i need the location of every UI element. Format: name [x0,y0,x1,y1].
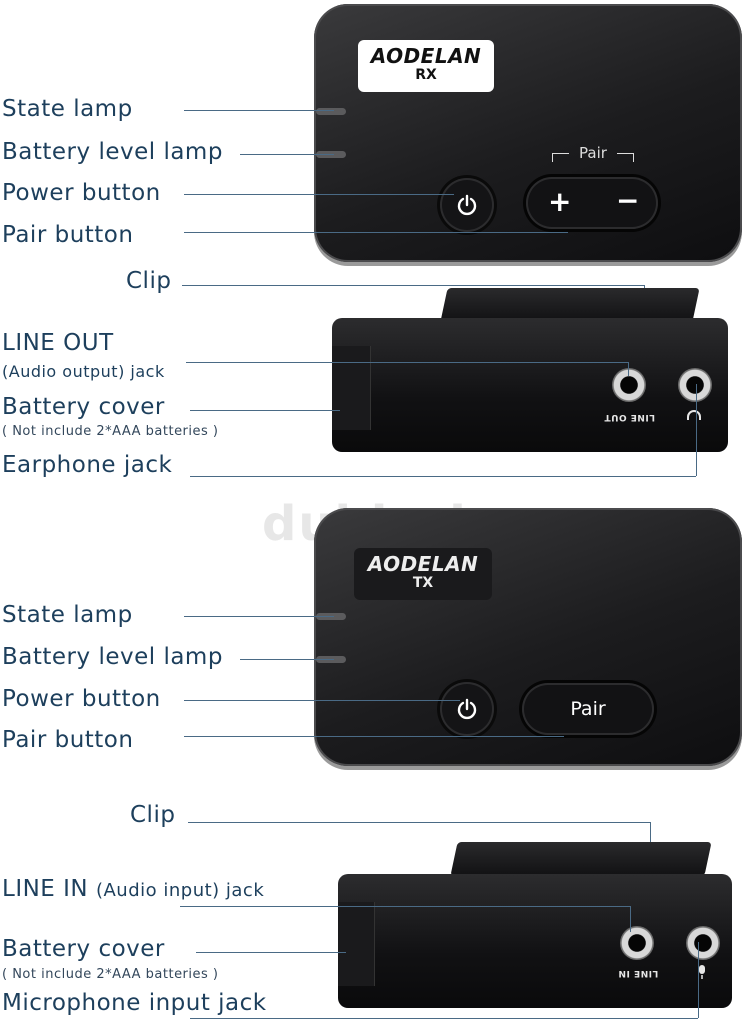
leader-line [184,232,568,233]
tx-device-face: AODELAN TX Pair [314,508,742,766]
rx-battery-cover [332,346,371,430]
leader-line [184,700,460,701]
tx-battery-level-lamp-label: Battery level lamp [2,644,223,670]
leader-line [628,362,629,376]
rx-pair-button-label: Pair button [2,222,134,248]
power-icon [457,194,477,216]
rx-line-out-label: LINE OUT [2,330,114,356]
rx-clip [440,288,700,322]
rx-device-face: AODELAN RX Pair + − [314,4,742,262]
tx-line-in-jack [620,926,654,960]
tx-line-in-label: LINE IN (Audio input) jack [2,876,264,902]
power-icon [457,698,477,720]
tx-line-in-text-label: LINE IN [2,876,89,902]
leader-line [240,154,334,155]
rx-pair-plus-button[interactable]: + [548,185,572,218]
tx-clip [450,842,712,876]
rx-battery-level-lamp-label: Battery level lamp [2,139,223,165]
leader-line [196,952,346,953]
rx-pair-group-text: Pair [579,144,607,162]
tx-line-in-text: LINE IN [618,968,659,978]
leader-line [698,942,699,1018]
tx-pair-label: Pair [570,698,606,720]
rx-power-button-label: Power button [2,180,161,206]
tx-battery-cover [338,902,375,986]
rx-battery-note: ( Not include 2*AAA batteries ) [2,424,219,439]
rx-clip-label: Clip [126,268,172,294]
tx-clip-label: Clip [130,802,176,828]
tx-pair-button[interactable]: Pair [522,683,654,735]
leader-line [190,410,340,411]
tx-power-button-label: Power button [2,686,161,712]
rx-brand: AODELAN [370,44,482,68]
rx-state-lamp-label: State lamp [2,96,133,122]
leader-line [696,384,697,476]
rx-pair-minus-button[interactable]: − [616,184,640,217]
tx-microphone-jack-label: Microphone input jack [2,990,267,1016]
leader-line [186,362,628,363]
rx-earphone-jack-label: Earphone jack [2,452,173,478]
tx-brand-plate: AODELAN TX [354,548,492,600]
rx-pair-buttons: + − [526,177,658,229]
tx-battery-note: ( Not include 2*AAA batteries ) [2,967,219,982]
tx-state-lamp-label: State lamp [2,602,133,628]
leader-line [190,476,696,477]
rx-model: RX [415,67,437,83]
tx-side-body: LINE IN [338,874,732,1008]
rx-line-out-sublabel: (Audio output) jack [2,362,165,381]
leader-line [184,110,334,111]
leader-line [240,659,334,660]
tx-battery-cover-label: Battery cover [2,936,165,962]
leader-line [182,285,644,286]
tx-microphone-jack [686,926,720,960]
rx-state-lamp [316,108,346,115]
tx-brand: AODELAN [367,552,479,576]
leader-line [650,822,651,846]
tx-power-button[interactable] [440,682,494,736]
tx-line-in-sublabel: (Audio input) jack [95,880,265,901]
rx-brand-plate: AODELAN RX [358,40,494,92]
leader-line [630,906,631,932]
leader-line [188,822,650,823]
leader-line [184,194,454,195]
leader-line [180,906,630,907]
leader-line [184,736,564,737]
leader-line [184,616,334,617]
rx-line-out-text: LINE OUT [604,412,655,422]
tx-pair-button-label: Pair button [2,727,134,753]
microphone-icon [699,965,705,979]
rx-line-out-jack [612,368,646,402]
rx-power-button[interactable] [440,178,494,232]
rx-side-body: LINE OUT [332,318,728,452]
tx-model: TX [412,575,434,591]
rx-battery-cover-label: Battery cover [2,394,165,420]
rx-earphone-jack [678,368,712,402]
headphone-icon [687,410,701,420]
rx-pair-group-label: Pair [552,144,634,164]
leader-line [190,1018,698,1019]
